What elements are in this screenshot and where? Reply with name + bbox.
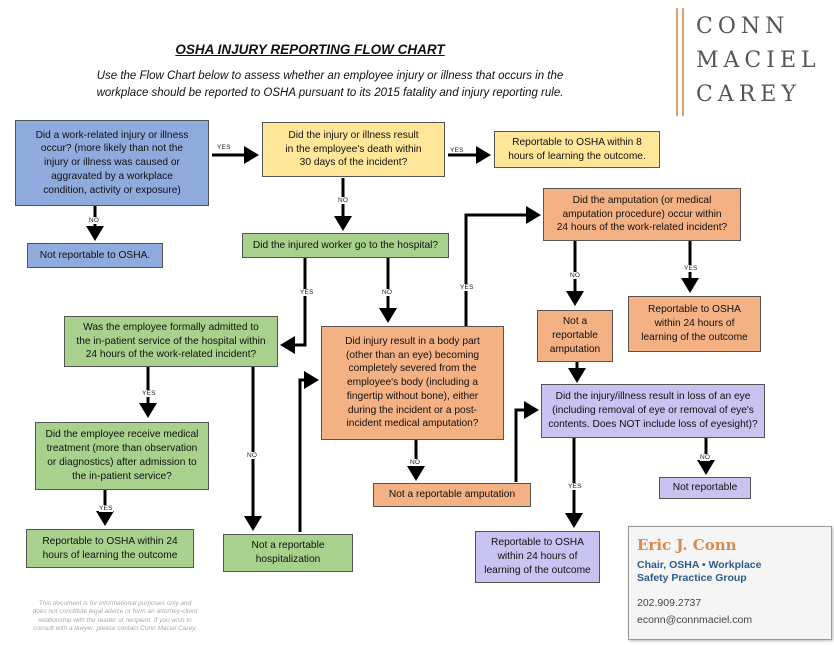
logo-bar xyxy=(676,8,678,116)
label-no: NO xyxy=(570,272,581,279)
contact-card: Eric J. Conn Chair, OSHA • Workplace Saf… xyxy=(628,526,832,640)
arrow-hospital-to-admitted xyxy=(280,258,307,354)
chart-subtitle: Use the Flow Chart below to assess wheth… xyxy=(96,70,564,99)
box-work-related-question: Did a work-related injury or illness occ… xyxy=(15,120,209,206)
label-yes: YES xyxy=(300,289,314,296)
box-medical-treatment-question: Did the employee receive medical treatme… xyxy=(35,422,209,490)
box-death-question: Did the injury or illness result in the … xyxy=(262,122,445,177)
label-no: NO xyxy=(382,289,393,296)
label-yes: YES xyxy=(142,390,156,397)
contact-phone: 202.909.2737 xyxy=(637,597,702,609)
logo-line-1: CONN xyxy=(696,14,790,39)
box-not-reportable-osha: Not reportable to OSHA. xyxy=(27,243,163,268)
box-amputation-24h-question: Did the amputation (or medical amputatio… xyxy=(543,188,741,241)
label-yes: YES xyxy=(684,265,698,272)
box-hospital-question: Did the injured worker go to the hospita… xyxy=(242,233,449,258)
label-no: NO xyxy=(247,452,258,459)
box-admitted-question: Was the employee formally admitted to th… xyxy=(64,316,278,367)
label-yes: YES xyxy=(217,144,231,151)
label-yes: YES xyxy=(568,483,582,490)
logo-line-2: MACIEL xyxy=(696,48,821,73)
contact-name: Eric J. Conn xyxy=(637,536,737,554)
chart-title: OSHA INJURY REPORTING FLOW CHART xyxy=(175,42,445,57)
box-not-reportable-hospitalization: Not a reportable hospitalization xyxy=(223,534,353,572)
contact-email: econn@connmaciel.com xyxy=(637,614,753,626)
box-eye-question: Did the injury/illness result in loss of… xyxy=(541,384,765,438)
box-reportable-24-hours-lavender: Reportable to OSHA within 24 hours of le… xyxy=(475,531,600,583)
arrow-notreportablehosp-to-bodypart xyxy=(298,371,319,532)
box-reportable-24-hours-orange: Reportable to OSHA within 24 hours of le… xyxy=(628,296,761,352)
label-yes: YES xyxy=(460,284,474,291)
box-reportable-8-hours: Reportable to OSHA within 8 hours of lea… xyxy=(494,131,660,168)
label-no: NO xyxy=(89,217,100,224)
box-reportable-24-hours-green: Reportable to OSHA within 24 hours of le… xyxy=(26,529,194,568)
label-no: NO xyxy=(410,459,421,466)
contact-title: Chair, OSHA • Workplace Safety Practice … xyxy=(637,559,762,585)
arrow-notreportableamp-to-eye xyxy=(514,401,539,482)
arrow-bodypart-to-amputation xyxy=(464,206,541,326)
box-not-reportable-amputation-wide: Not a reportable amputation xyxy=(373,483,531,507)
logo-line-3: CAREY xyxy=(696,82,801,107)
logo-bar xyxy=(682,8,684,116)
box-body-part-question: Did injury result in a body part (other … xyxy=(321,326,504,440)
label-yes: YES xyxy=(99,505,113,512)
box-not-reportable-eye: Not reportable xyxy=(659,477,751,499)
box-not-reportable-amputation: Not a reportable amputation xyxy=(537,310,613,362)
label-no: NO xyxy=(338,197,349,204)
label-no: NO xyxy=(700,454,711,461)
firm-logo: CONN MACIEL CAREY xyxy=(676,8,834,116)
disclaimer-text: This document is for informational purpo… xyxy=(32,600,198,633)
label-yes: YES xyxy=(450,147,464,154)
